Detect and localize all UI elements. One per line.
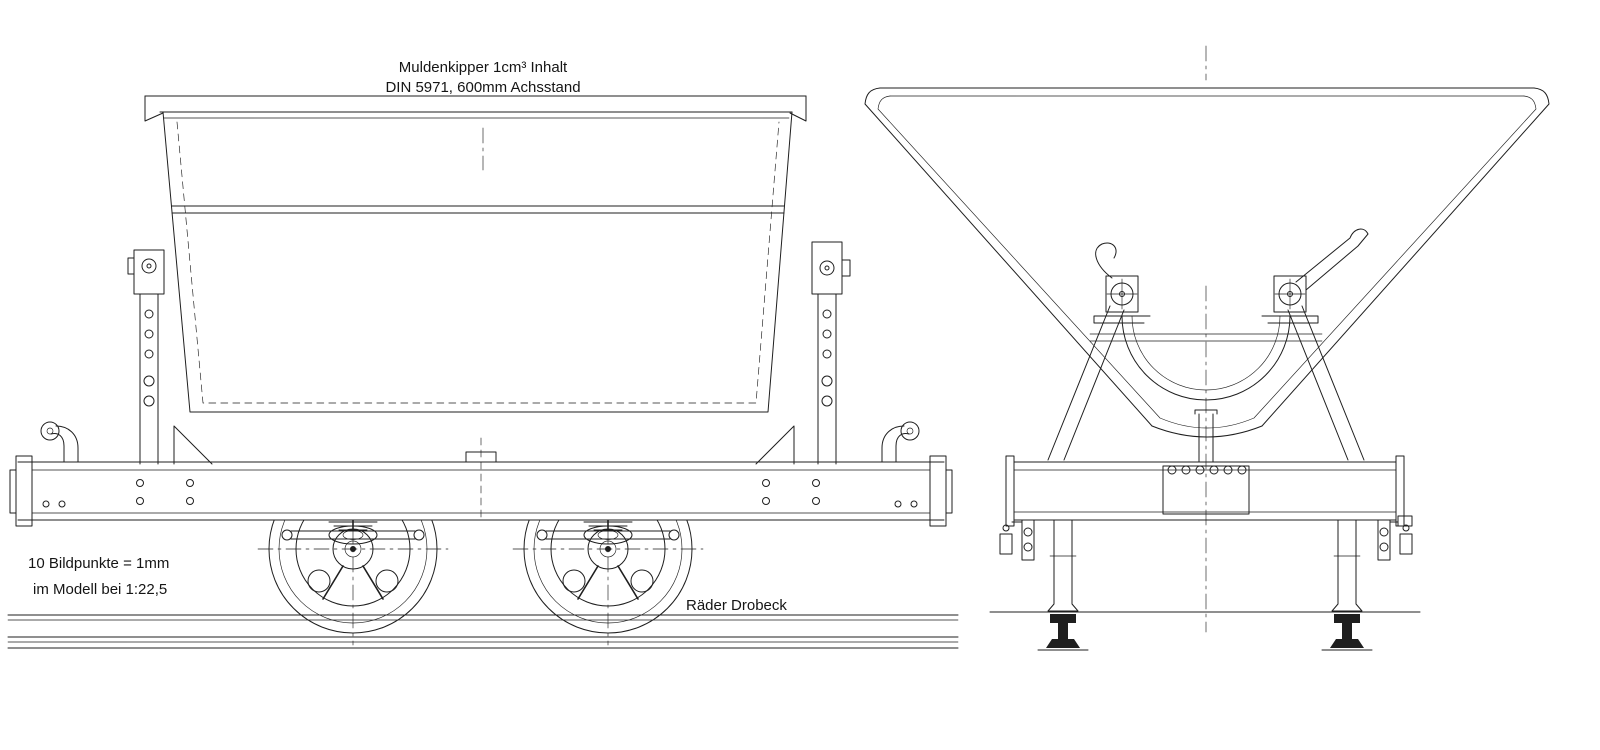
coupler-right-front: [1377, 515, 1413, 561]
chassis-side: [9, 437, 953, 527]
pivot-left-front: [1105, 275, 1139, 313]
bucket-front: [864, 87, 1550, 438]
wheel-legs-front: [1047, 519, 1363, 612]
drawing-title-line2: DIN 5971, 600mm Achsstand: [385, 79, 580, 96]
coupler-right-side: [881, 421, 920, 463]
front-view: [864, 45, 1550, 651]
coupler-left-front: [999, 519, 1035, 561]
pivot-right-front: [1273, 275, 1307, 313]
wheel-credit: Räder Drobeck: [686, 597, 787, 614]
rails-side: [7, 614, 959, 649]
bucket-side: [144, 95, 807, 413]
tipping-stand-right: [755, 241, 851, 465]
chassis-front: [1005, 455, 1405, 527]
tipping-stand-left: [127, 249, 213, 465]
latch-left-front: [1095, 242, 1117, 279]
scale-note-line2: im Modell bei 1:22,5: [33, 581, 167, 598]
side-view: [7, 95, 959, 649]
drawing-title-line1: Muldenkipper 1cm³ Inhalt: [399, 59, 568, 76]
coupler-left-side: [40, 421, 79, 463]
latch-lever-right-front: [1295, 228, 1369, 291]
scale-note-line1: 10 Bildpunkte = 1mm: [28, 555, 169, 572]
rails-front: [989, 611, 1421, 651]
